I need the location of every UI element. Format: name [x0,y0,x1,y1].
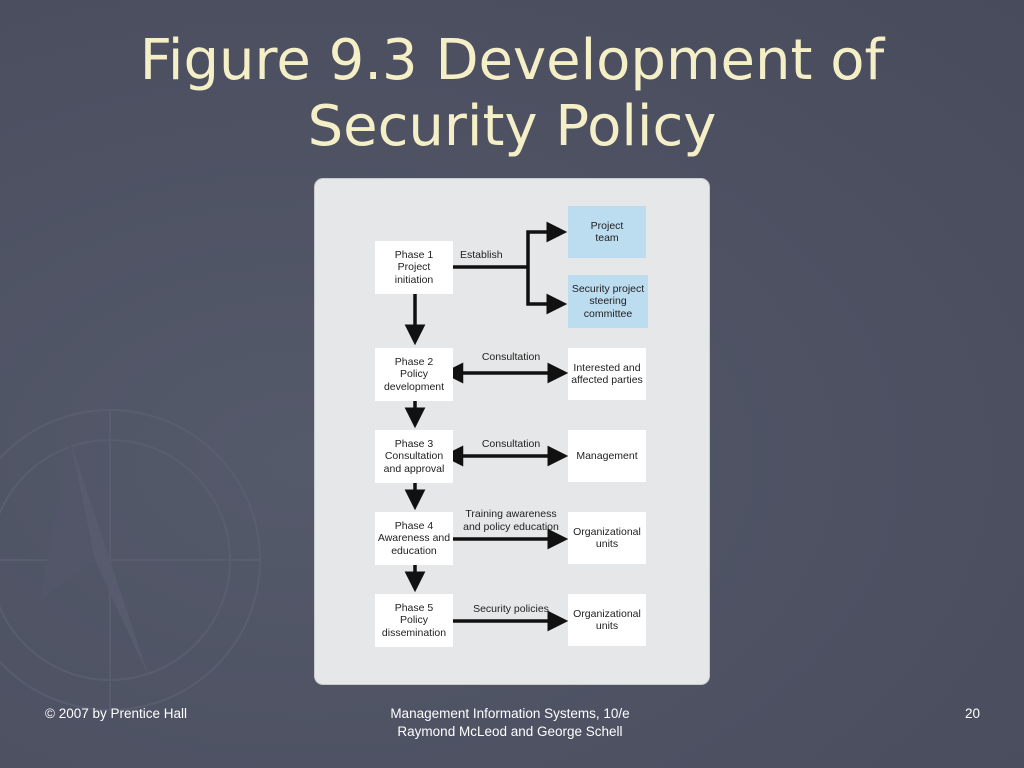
security-policy-diagram: Phase 1 Project initiation Phase 2 Polic… [315,179,709,684]
diagram-arrows [404,221,569,632]
phase-4-box: Phase 4 Awareness and education [375,512,453,565]
security-policies-label: Security policies [473,603,549,615]
phase-3-box: Phase 3 Consultation and approval [375,430,453,483]
phase-2-box: Phase 2 Policy development [375,348,453,401]
consultation-label-2: Consultation [481,438,541,450]
phase-1-box: Phase 1 Project initiation [375,241,453,294]
training-label: Training awareness and policy education [463,508,559,533]
slide-title: Figure 9.3 Development of Security Polic… [139,28,885,159]
establish-to-steering-committee-arrow [526,267,568,315]
establish-to-project-team-arrow [526,221,568,267]
organizational-units-box-2: Organizational units [568,594,646,646]
footer-copyright: © 2007 by Prentice Hall [45,706,188,721]
establish-label: Establish [460,249,503,261]
interested-parties-box: Interested and affected parties [568,348,646,400]
phase-5-box: Phase 5 Policy dissemination [375,594,453,647]
organizational-units-box-1: Organizational units [568,512,646,564]
footer-page-number: 20 [964,706,980,721]
consultation-label-1: Consultation [481,351,541,363]
project-team-box: Project team [568,206,646,258]
footer-book-info: Management Information Systems, 10/e Ray… [390,706,630,739]
management-box: Management [568,430,646,482]
steering-committee-box: Security project steering committee [568,275,648,328]
